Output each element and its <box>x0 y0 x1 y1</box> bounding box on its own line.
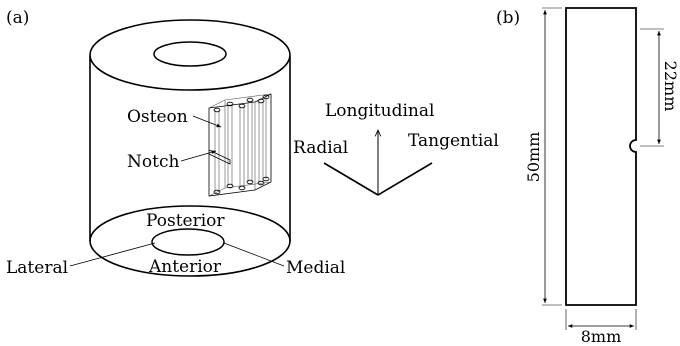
panel-b: (b) 50mm 22mm 8mm <box>496 7 680 346</box>
notch-slot <box>208 149 231 165</box>
label-tangential: Tangential <box>408 131 499 151</box>
label-lateral: Lateral <box>6 258 68 278</box>
dim-notch-label: 22mm <box>661 61 680 112</box>
osteon-specimen-block <box>208 93 272 197</box>
block-top-back <box>208 93 272 109</box>
lateral-leader <box>69 242 156 267</box>
dim-width-label: 8mm <box>581 327 622 346</box>
osteon-caps-top <box>213 94 270 113</box>
panel-a: (a) <box>6 8 499 278</box>
orientation-axes: Longitudinal Radial Tangential <box>293 101 499 196</box>
label-osteon: Osteon <box>127 107 188 127</box>
specimen-outline <box>565 7 637 306</box>
label-notch: Notch <box>127 152 179 172</box>
bone-cylinder <box>89 19 291 277</box>
medial-leader <box>223 242 285 267</box>
dim-height-label: 50mm <box>524 132 543 183</box>
cylinder-bottom-canal <box>151 228 225 256</box>
label-longitudinal: Longitudinal <box>325 101 434 121</box>
osteon-leader <box>192 115 222 128</box>
notch-leader <box>180 150 217 162</box>
panel-b-tag: (b) <box>496 8 520 28</box>
osteon-caps-bottom <box>213 176 270 195</box>
label-radial: Radial <box>293 138 348 158</box>
panel-a-tag: (a) <box>6 8 29 28</box>
cylinder-bottom-ellipse <box>89 205 291 277</box>
cylinder-top-canal <box>153 41 227 67</box>
label-posterior: Posterior <box>146 211 225 231</box>
axis-tangential-line <box>377 162 433 196</box>
label-anterior: Anterior <box>148 257 222 277</box>
osteon-channels <box>214 97 267 192</box>
label-medial: Medial <box>286 258 345 278</box>
cylinder-top-ellipse <box>89 19 291 91</box>
axis-radial-line <box>323 162 379 196</box>
